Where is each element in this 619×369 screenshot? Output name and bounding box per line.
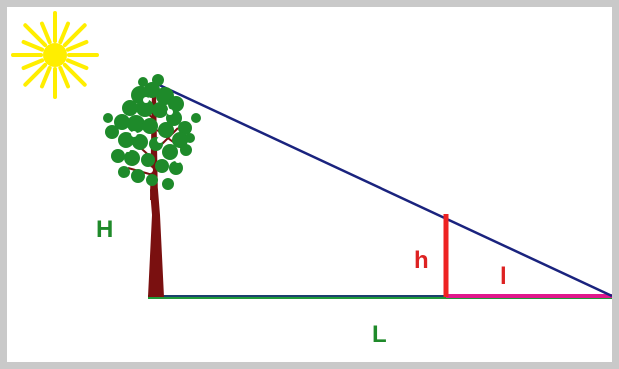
sun-ray — [58, 65, 71, 89]
foliage-blob — [172, 132, 188, 148]
foliage-blob — [103, 113, 113, 123]
foliage-blob — [132, 134, 148, 150]
foliage-blob — [191, 113, 201, 123]
diagram-canvas: H h l L — [7, 7, 612, 362]
foliage-blob — [114, 114, 130, 130]
foliage-gap — [157, 137, 163, 143]
sun-ray — [23, 23, 48, 48]
label-tree-height: H — [96, 216, 113, 243]
foliage-blob — [141, 153, 155, 167]
tree-trunk — [148, 175, 164, 297]
foliage-blob — [138, 77, 148, 87]
foliage-blob — [162, 178, 174, 190]
foliage-blob — [144, 82, 160, 98]
sun-ray-line — [154, 81, 612, 298]
shadow-diagram: H h l L — [11, 11, 612, 348]
foliage-gap — [147, 167, 153, 173]
foliage-blob — [136, 99, 154, 117]
foliage-blob — [158, 122, 174, 138]
foliage-gap — [126, 148, 130, 152]
foliage-gap — [143, 97, 149, 103]
foliage-blob — [124, 150, 140, 166]
foliage-blob — [122, 100, 138, 116]
foliage-blob — [142, 118, 158, 134]
foliage-blob — [185, 133, 195, 143]
label-pole-shadow: l — [500, 263, 507, 290]
sun-ray — [62, 23, 87, 48]
sun-ray — [39, 65, 52, 89]
foliage-blob — [152, 74, 164, 86]
sun-ray — [62, 62, 87, 87]
foliage-blob — [131, 169, 145, 183]
foliage-blob — [178, 121, 192, 135]
foliage-blob — [169, 161, 183, 175]
label-pole-height: h — [414, 247, 429, 274]
foliage-gap — [131, 131, 137, 137]
foliage-gap — [175, 157, 181, 163]
label-tree-shadow: L — [372, 321, 387, 348]
sun-ray — [58, 21, 71, 45]
foliage-blob — [155, 159, 169, 173]
tree-icon — [103, 74, 201, 297]
sun-ray — [21, 39, 45, 52]
foliage-blob — [180, 144, 192, 156]
foliage-blob — [162, 144, 178, 160]
foliage-gap — [167, 109, 173, 115]
foliage-blob — [111, 149, 125, 163]
sun-icon — [11, 11, 99, 99]
foliage-blob — [168, 96, 184, 112]
sun-ray — [39, 21, 52, 45]
foliage-blob — [127, 115, 145, 133]
sun-ray — [21, 58, 45, 71]
sun-ray — [23, 62, 48, 87]
foliage-blob — [105, 125, 119, 139]
sun-ray — [65, 58, 89, 71]
foliage-blob — [152, 102, 168, 118]
foliage-blob — [118, 166, 130, 178]
foliage-blob — [118, 132, 134, 148]
sun-ray — [65, 39, 89, 52]
foliage-blob — [146, 174, 158, 186]
